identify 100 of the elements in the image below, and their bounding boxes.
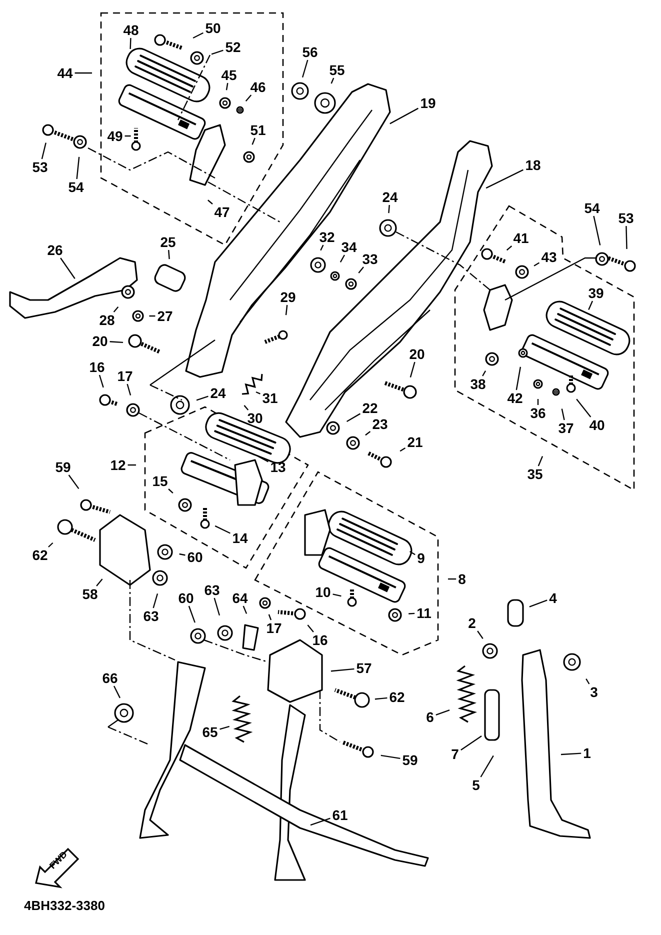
leader-line <box>208 200 213 204</box>
leader-line <box>168 488 174 494</box>
leader-line <box>346 413 361 422</box>
callout-number: 5 <box>471 778 481 792</box>
callout-number: 64 <box>231 591 249 605</box>
callout-number: 4 <box>548 591 558 605</box>
leader-line <box>149 315 156 317</box>
leader-line <box>48 542 54 548</box>
callout-number: 20 <box>91 334 109 348</box>
callout-number: 60 <box>177 591 195 605</box>
leader-line <box>486 169 524 189</box>
callout-number: 34 <box>340 240 358 254</box>
callout-number: 38 <box>469 377 487 391</box>
callout-number: 27 <box>156 309 174 323</box>
callout-number: 63 <box>142 609 160 623</box>
callout-number: 50 <box>204 21 222 35</box>
leader-line <box>365 431 371 436</box>
callout-number: 20 <box>408 347 426 361</box>
callout-number: 46 <box>249 80 267 94</box>
callout-number: 19 <box>419 96 437 110</box>
leader-line <box>330 668 354 672</box>
callout-number: 37 <box>557 421 575 435</box>
leader-line <box>436 709 450 716</box>
leader-line <box>188 606 196 623</box>
leader-line <box>390 108 418 124</box>
leader-line <box>506 246 512 251</box>
leader-line <box>400 447 406 452</box>
callout-number: 60 <box>186 550 204 564</box>
leader-line <box>244 405 249 410</box>
leader-line <box>561 408 565 420</box>
callout-number: 17 <box>265 621 283 635</box>
callout-number: 26 <box>46 243 64 257</box>
leader-line <box>192 32 204 39</box>
callout-number: 14 <box>231 531 249 545</box>
callout-number: 24 <box>209 386 227 400</box>
leader-line <box>74 72 92 74</box>
leader-line <box>41 142 46 160</box>
leader-line <box>252 138 256 145</box>
leader-line <box>576 398 592 418</box>
callout-number: 43 <box>540 250 558 264</box>
callout-number: 55 <box>328 63 346 77</box>
callout-number: 18 <box>524 158 542 172</box>
callout-number: 29 <box>279 290 297 304</box>
leader-line <box>560 752 582 756</box>
leader-line <box>179 553 186 556</box>
leader-line <box>626 226 628 250</box>
leader-line <box>256 391 260 394</box>
leader-line <box>358 266 364 274</box>
leader-line <box>126 384 132 396</box>
leader-line <box>320 244 324 251</box>
callout-number: 17 <box>116 369 134 383</box>
callout-number: 25 <box>159 235 177 249</box>
leader-line <box>340 254 345 262</box>
leader-line <box>245 94 252 102</box>
callout-number: 6 <box>425 710 435 724</box>
leader-line <box>448 578 456 580</box>
callout-number: 40 <box>588 418 606 432</box>
leader-line <box>113 686 121 698</box>
callout-number: 36 <box>529 406 547 420</box>
callout-number: 65 <box>201 725 219 739</box>
leader-line <box>480 755 494 778</box>
callout-number: 8 <box>457 572 467 586</box>
leader-line <box>302 60 308 78</box>
leader-line <box>226 82 228 90</box>
callout-number: 62 <box>31 548 49 562</box>
leader-line <box>60 258 76 279</box>
callout-number: 39 <box>587 286 605 300</box>
leader-line <box>110 341 124 344</box>
callout-number: 31 <box>261 391 279 405</box>
leader-line <box>68 474 80 490</box>
callout-number: 10 <box>314 585 332 599</box>
callout-number: 52 <box>224 40 242 54</box>
leader-line <box>388 204 390 214</box>
leader-line <box>330 78 334 84</box>
leader-line <box>332 594 342 597</box>
leader-line <box>408 612 415 614</box>
callout-number: 16 <box>311 633 329 647</box>
leader-line <box>258 456 268 462</box>
callout-number: 2 <box>467 616 477 630</box>
leader-line <box>220 726 230 730</box>
leader-line <box>96 578 103 586</box>
callout-number: 7 <box>450 747 460 761</box>
leader-line <box>168 250 170 260</box>
part-code: 4BH332-3380 <box>24 898 105 913</box>
callout-number: 53 <box>31 160 49 174</box>
callout-number: 63 <box>203 583 221 597</box>
callout-number: 15 <box>151 474 169 488</box>
callout-number: 58 <box>81 587 99 601</box>
callout-number: 23 <box>371 417 389 431</box>
leader-line <box>211 50 224 55</box>
leader-line <box>285 304 288 316</box>
callout-number: 35 <box>526 467 544 481</box>
callout-number: 59 <box>401 753 419 767</box>
leader-line <box>130 38 132 50</box>
callout-number: 3 <box>589 685 599 699</box>
callout-number: 53 <box>617 211 635 225</box>
callout-number: 61 <box>331 808 349 822</box>
callout-number: 54 <box>67 180 85 194</box>
leader-line <box>477 630 484 639</box>
callout-number: 28 <box>98 313 116 327</box>
